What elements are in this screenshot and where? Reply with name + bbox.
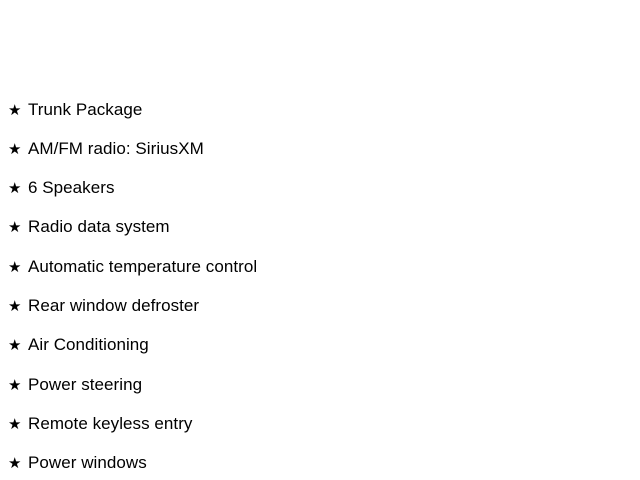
star-bullet-icon: ★ [8, 337, 22, 355]
list-item: ★ Air Conditioning [0, 325, 640, 364]
feature-label: Air Conditioning [28, 335, 149, 355]
feature-label: Power windows [28, 453, 147, 473]
feature-label: Rear window defroster [28, 295, 200, 315]
feature-label: Trunk Package [28, 99, 143, 119]
list-item: ★ Rear window defroster [0, 286, 640, 325]
list-item: ★ 6 Speakers [0, 168, 640, 207]
feature-label: Automatic temperature control [28, 256, 258, 276]
star-bullet-icon: ★ [8, 415, 22, 433]
list-item: ★ AM/FM radio: SiriusXM [0, 129, 640, 168]
star-bullet-icon: ★ [8, 219, 22, 237]
list-item: ★ Power windows [0, 443, 640, 480]
list-item: ★ Power steering [0, 365, 640, 404]
feature-label: AM/FM radio: SiriusXM [28, 138, 204, 158]
list-item: ★ Automatic temperature control [0, 247, 640, 286]
feature-label: Power steering [28, 374, 143, 394]
feature-label: Radio data system [28, 217, 170, 237]
star-bullet-icon: ★ [8, 180, 22, 198]
list-item: ★ Remote keyless entry [0, 404, 640, 443]
star-bullet-icon: ★ [8, 455, 22, 473]
list-item: ★ Radio data system [0, 207, 640, 246]
star-bullet-icon: ★ [8, 297, 22, 315]
feature-label: 6 Speakers [28, 178, 115, 198]
star-bullet-icon: ★ [8, 101, 22, 119]
feature-label: Remote keyless entry [28, 413, 193, 433]
star-bullet-icon: ★ [8, 376, 22, 394]
star-bullet-icon: ★ [8, 140, 22, 158]
star-bullet-icon: ★ [8, 258, 22, 276]
list-item: ★ Trunk Package [0, 90, 640, 129]
